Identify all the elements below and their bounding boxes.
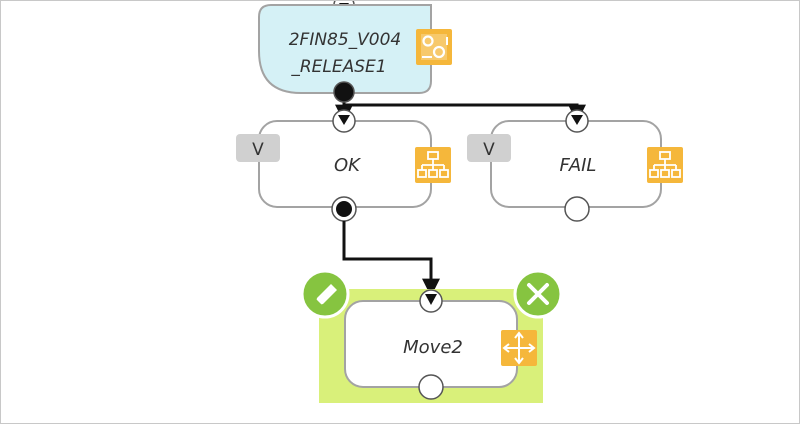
ok-node-label: OK	[334, 155, 361, 176]
pencil-icon	[315, 284, 337, 306]
ok-node[interactable]: V OK	[236, 109, 451, 222]
hierarchy-icon[interactable]	[647, 147, 683, 183]
start-node[interactable]: 2FIN85_V004 _RELEASE1	[258, 4, 452, 94]
fail-node[interactable]: V FAIL	[467, 109, 683, 222]
start-node-label-line1: 2FIN85_V004	[289, 30, 402, 50]
delete-node-button[interactable]	[513, 269, 563, 319]
connector-start-fail[interactable]	[344, 103, 586, 123]
fail-node-label: FAIL	[560, 155, 597, 176]
fail-node-badge-label: V	[483, 140, 495, 160]
move-arrows-icon[interactable]	[501, 330, 537, 366]
start-node-shape[interactable]	[258, 4, 432, 94]
fail-node-output-port[interactable]	[564, 196, 590, 222]
close-icon	[527, 283, 549, 305]
connector-ok-move2[interactable]	[342, 221, 440, 297]
edit-node-button[interactable]	[300, 269, 350, 319]
ok-node-badge[interactable]	[236, 134, 280, 162]
move2-node-label: Move2	[403, 337, 463, 358]
settings-gears-icon[interactable]	[416, 29, 452, 65]
ok-node-badge-label: V	[252, 140, 264, 160]
start-node-output-port[interactable]	[333, 81, 355, 103]
start-node-label-line2: _RELEASE1	[290, 57, 386, 77]
move2-node[interactable]: Move2	[319, 289, 543, 403]
hierarchy-icon[interactable]	[415, 147, 451, 183]
fail-node-badge[interactable]	[467, 134, 511, 162]
move2-node-output-port[interactable]	[418, 374, 444, 400]
